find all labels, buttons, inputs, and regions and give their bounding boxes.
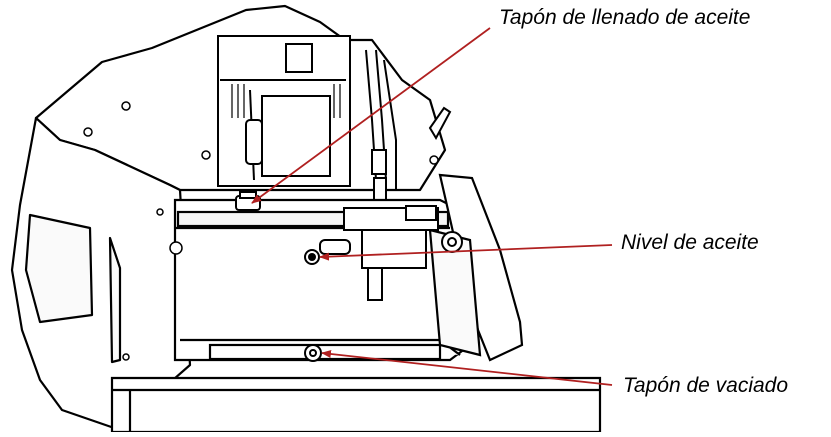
fill-plug-label: Tapón de llenado de aceite — [499, 6, 751, 29]
oil-level-label: Nivel de aceite — [621, 231, 759, 254]
bolts — [83, 101, 439, 361]
arrow-fill-plug — [251, 27, 491, 204]
hoses — [365, 49, 452, 201]
drain-plug-label: Tapón de vaciado — [623, 374, 789, 397]
fill-plug — [235, 191, 261, 211]
drain-plug — [304, 344, 322, 362]
valve-block — [319, 205, 463, 301]
arrow-oil-level — [319, 244, 613, 261]
oil-level-indicator — [304, 249, 320, 265]
callout-arrows — [251, 27, 613, 386]
arrow-drain-plug — [321, 350, 613, 386]
base-frame — [110, 376, 602, 434]
motor — [217, 35, 351, 187]
